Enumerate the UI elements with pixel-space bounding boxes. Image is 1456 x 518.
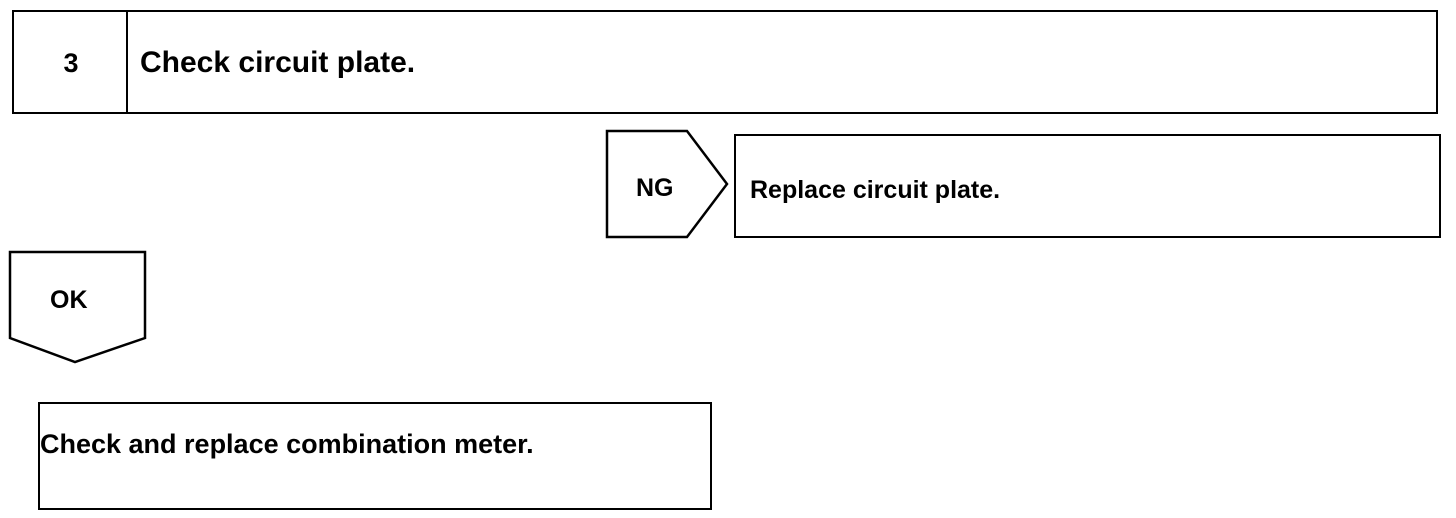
ok-arrow-shape <box>8 250 147 364</box>
ok-label: OK <box>50 286 88 314</box>
step-number-cell <box>14 12 128 112</box>
step-number: 3 <box>63 48 79 78</box>
ng-arrow-shape <box>605 129 729 239</box>
ng-action-text: Replace circuit plate. <box>750 176 1001 204</box>
result-box: Check and replace combination meter. <box>38 402 712 510</box>
step-title: Check circuit plate. <box>140 46 416 79</box>
result-text: Check and replace combination meter. <box>40 429 534 459</box>
ng-label: NG <box>636 174 674 202</box>
ng-action-box: Replace circuit plate. <box>734 134 1441 238</box>
step-header-box: 3 Check circuit plate. <box>12 10 1438 114</box>
